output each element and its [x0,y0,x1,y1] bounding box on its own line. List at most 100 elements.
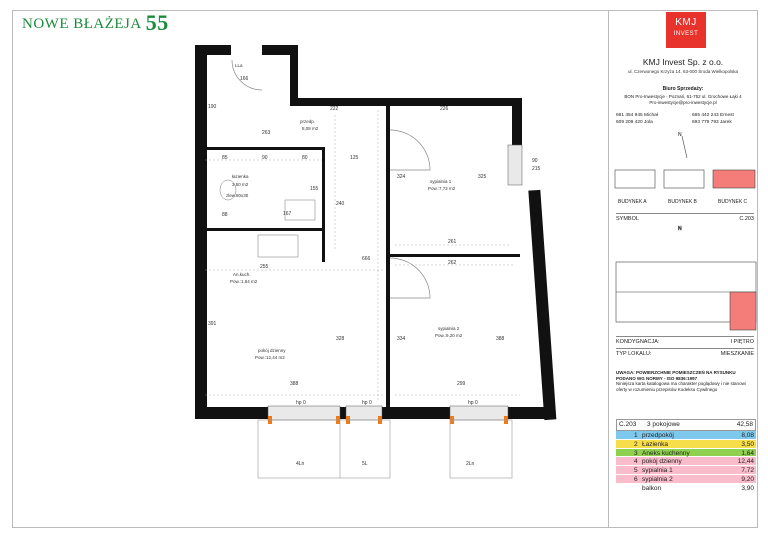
balcony-label: 4Ln [296,461,305,467]
dim: 388 [290,381,299,387]
doors [231,59,431,299]
label-pokoj-area: Pow.:12,44 m2 [255,355,285,360]
building-b: BUDYNEK B [668,199,697,205]
type-label: TYP LOKALU: [616,351,652,357]
floor-keyplan: N [615,226,757,331]
dim-hp: hp 0 [296,400,306,406]
logo-sub: INVEST [673,31,699,37]
sheet-frame [12,10,758,528]
dim: 155 [310,186,319,192]
dim: 261 [448,239,457,245]
sales-heading: Biuro Sprzedaży: [662,86,704,92]
dim: 328 [336,336,345,342]
label-syp2-area: Pow.:9,20 m2 [435,333,463,338]
floor-row: KONDYGNACJA: I PIĘTRO [616,336,754,345]
label-aneks: An.kuch. [233,272,251,277]
dim: 299 [457,381,466,387]
phone[interactable]: 665 442 243 Ernest [692,113,734,118]
dim: 80 [302,155,308,161]
bathroom-fixtures [219,179,316,258]
brand-name: NOWE BŁAŻEJA [22,16,142,32]
dim: 391 [208,321,217,327]
summary-code: C.203 [619,421,637,428]
room-no: 2 [634,440,638,448]
dim: 190 [208,104,217,110]
room-area: 12,44 [737,458,754,466]
label-przedpokoj: przedp. [300,119,315,124]
label-syp1-area: Pow.:7,72 m2 [428,186,456,191]
north-icon: N [678,132,682,138]
dim: 388 [496,336,505,342]
balcony-label: 2Ln [466,461,475,467]
dim: 90 [262,155,268,161]
room-area: 3,90 [741,484,754,492]
dim: 167 [283,211,292,217]
room-name: przedpokój [642,432,674,439]
label-aneks-area: Pow.:1,64 m2 [230,279,258,284]
room-row: 6 sypialnia 2 9,20 [616,474,756,484]
dim-hp: hp 0 [468,400,478,406]
balconies [257,419,513,479]
buildings-map: N [614,132,756,189]
phone[interactable]: 693 779 793 Jarek [692,120,732,125]
symbol-row: SYMBOL C.203 [616,213,754,222]
room-name: sypialnia 2 [642,475,673,483]
sales-office: BON Pro-Inwestycje - Poznań, 61-752 ul. … [624,94,742,99]
company-address: ul. Czerwonego Krzyża 14, 63-000 Środa W… [627,69,739,74]
floor-plan: LLa przedp. 8,08 m2 łazienka 3,50 m2 zle… [195,45,557,479]
dim: 666 [362,256,371,262]
dim: 334 [397,336,406,342]
room-name: sypialnia 1 [642,467,673,475]
dim: 226 [440,106,449,112]
floor-value: I PIĘTRO [730,339,754,345]
symbol-value: C.203 [739,216,754,222]
room-name: Aneks kuchenny [642,449,690,457]
company-name: KMJ Invest Sp. z o.o. [642,57,724,67]
dim: 255 [260,264,269,270]
room-name: pokój dzienny [642,458,682,466]
dim: 240 [336,201,345,207]
note: UWAGA: POWIERZCHNIE POMIESZCZEŃ NA RYSUN… [616,370,756,392]
room-no: 4 [634,458,638,466]
dim-hp: hp 0 [362,400,372,406]
building-c: BUDYNEK C [718,199,748,205]
room-area: 1,64 [741,449,754,457]
label-przedpokoj-area: 8,08 m2 [302,126,319,131]
logo-main: KMJ [675,17,697,28]
dim: 222 [330,106,339,112]
room-area: 9,20 [741,475,754,483]
label-lla: LLa [235,63,243,68]
type-value: MIESZKANIE [720,351,754,357]
label-lazienka-extra: zlew.80x30 [226,193,249,198]
phone[interactable]: 609 209 420 Jola [616,120,653,125]
note-line-2: Niniejsza karta katalogowa ma charakter … [616,381,746,392]
dim: 263 [262,130,271,136]
label-pokoj: pokój dzienny [258,348,286,353]
sales-email[interactable]: Pro-inwestycje@pro-inwestycje.pl [649,100,717,105]
dimension-lines [205,110,520,400]
room-no: 5 [634,467,638,475]
label-syp2: sypialnia 2 [438,326,460,331]
room-name: Łazienka [642,440,669,448]
room-no: 6 [634,475,638,483]
windows [267,144,523,421]
room-no: 1 [634,432,638,439]
summary-total: 42,58 [736,421,753,428]
dim: 325 [478,174,487,180]
note-line-1: UWAGA: POWIERZCHNIE POMIESZCZEŃ NA RYSUN… [616,370,736,381]
dim: 324 [397,174,406,180]
dim: 262 [448,260,457,266]
symbol-label: SYMBOL [616,216,639,222]
room-row: 1 przedpokój 8,08 [616,431,756,440]
company-logo: KMJ INVEST [666,12,706,48]
dim: 85 [222,155,228,161]
room-area: 8,08 [741,432,754,439]
phone[interactable]: 691 454 945 Michał [616,113,658,118]
room-name: balkon [642,484,662,492]
info-panel [608,10,758,528]
floor-label: KONDYGNACJA: [616,339,660,345]
